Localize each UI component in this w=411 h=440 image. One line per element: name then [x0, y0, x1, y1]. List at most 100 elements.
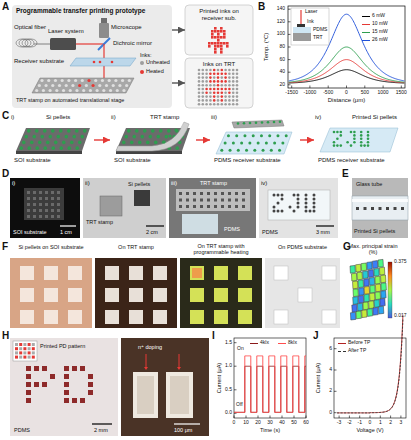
- illustration-shape: [363, 271, 368, 279]
- illustration-shape: [209, 88, 212, 91]
- illustration-shape: [98, 84, 101, 87]
- illustration-shape: [209, 103, 212, 106]
- illustration-shape: [352, 199, 408, 202]
- illustration-shape: [198, 92, 201, 95]
- illustration-shape: [27, 146, 31, 150]
- node-text: Printed Si pellets: [352, 114, 397, 121]
- annotation-label: 1 cm: [60, 229, 72, 235]
- illustration-shape: [353, 141, 356, 144]
- illustration-shape: [108, 79, 111, 82]
- illustration-shape: [49, 89, 52, 92]
- illustration-shape: [236, 80, 239, 83]
- illustration-shape: [217, 84, 220, 87]
- illustration-shape: [64, 135, 68, 139]
- illustration-shape: [297, 202, 300, 205]
- illustration-shape: [291, 86, 292, 89]
- illustration-shape: [70, 141, 74, 145]
- illustration-shape: [237, 122, 240, 125]
- illustration-shape: [400, 416, 401, 419]
- illustration-shape: [236, 69, 239, 72]
- tick-label: 60: [303, 420, 309, 426]
- illustration-shape: [249, 122, 252, 125]
- annotation-label: Optical fiber: [14, 24, 46, 31]
- illustration-shape: [334, 391, 337, 392]
- illustration-shape: [238, 266, 252, 280]
- panel-letter: H: [2, 330, 9, 342]
- illustration-shape: [198, 84, 201, 87]
- illustration-shape: [46, 141, 50, 145]
- illustration-shape: [182, 214, 218, 234]
- panel-letter: J: [313, 330, 319, 342]
- legend-text: 6 mW: [372, 13, 385, 19]
- illustration-shape: [164, 135, 168, 139]
- illustration-shape: [208, 45, 211, 48]
- illustration-shape: [268, 190, 330, 220]
- illustration-shape: [221, 205, 224, 208]
- process-step: iii)PDMS receiver substrate: [210, 114, 300, 166]
- tick-label: 3: [400, 420, 403, 426]
- illustration-shape: [19, 356, 22, 359]
- illustration-shape: [48, 135, 52, 139]
- illustration-shape: [288, 9, 291, 10]
- illustration-shape: [146, 354, 147, 367]
- illustration-shape: [202, 84, 205, 87]
- illustration-shape: [169, 178, 256, 238]
- illustration-shape: [72, 398, 77, 403]
- illustration-shape: [281, 142, 284, 145]
- illustration-shape: [353, 134, 356, 137]
- illustration-shape: [83, 178, 166, 238]
- illustration-shape: [50, 374, 55, 379]
- illustration-shape: [179, 354, 180, 367]
- illustration-shape: [202, 95, 205, 98]
- illustration-shape: [44, 84, 47, 87]
- illustration-shape: [224, 73, 227, 76]
- node-text: SOI substrate: [114, 157, 151, 164]
- illustration-shape: [156, 135, 160, 139]
- tick-label: 1.0: [225, 363, 232, 369]
- illustration-shape: [58, 84, 61, 87]
- illustration-shape: [102, 89, 105, 92]
- illustration-shape: [28, 351, 31, 354]
- illustration-shape: [232, 92, 235, 95]
- illustration-shape: [128, 79, 131, 82]
- illustration-shape: [95, 258, 177, 328]
- illustration-shape: [228, 73, 231, 76]
- illustration-shape: [213, 103, 216, 106]
- illustration-shape: [224, 84, 227, 87]
- illustration-shape: [259, 178, 338, 238]
- tick-label: 2: [329, 388, 332, 394]
- illustration-shape: [313, 198, 316, 201]
- legend-line-sample: [250, 343, 258, 344]
- illustration-shape: [100, 196, 122, 216]
- illustration-shape: [105, 266, 119, 280]
- illustration-shape: [209, 99, 212, 102]
- illustration-shape: [305, 198, 308, 201]
- illustration-shape: [33, 191, 36, 194]
- illustration-shape: [44, 288, 58, 302]
- tick-label: 4: [329, 367, 332, 373]
- illustration-shape: [190, 288, 204, 302]
- illustration-shape: [234, 389, 237, 390]
- illustration-shape: [289, 206, 292, 209]
- illustration-shape: [375, 284, 380, 292]
- illustration-shape: [205, 103, 208, 106]
- tick-label: 10: [243, 420, 249, 426]
- illustration-shape: [236, 76, 239, 79]
- illustration-shape: [202, 103, 205, 106]
- tick-label: 0.0: [225, 410, 232, 416]
- illustration-shape: [367, 262, 372, 270]
- illustration-shape: [340, 134, 343, 137]
- illustration-shape: [45, 209, 48, 212]
- illustration-shape: [26, 366, 31, 371]
- illustration-shape: [39, 191, 42, 194]
- panel-letter: I: [212, 330, 215, 342]
- annotation-label: TRT stamp: [200, 180, 227, 186]
- illustration-shape: [221, 103, 224, 106]
- illustration-shape: [205, 92, 208, 95]
- annotation-label: Dichroic mirror: [113, 40, 152, 47]
- illustration-shape: [217, 80, 220, 83]
- illustration-shape: [28, 343, 31, 346]
- illustration-shape: [180, 258, 262, 328]
- illustration-shape: [234, 338, 306, 418]
- illustration-shape: [23, 347, 26, 350]
